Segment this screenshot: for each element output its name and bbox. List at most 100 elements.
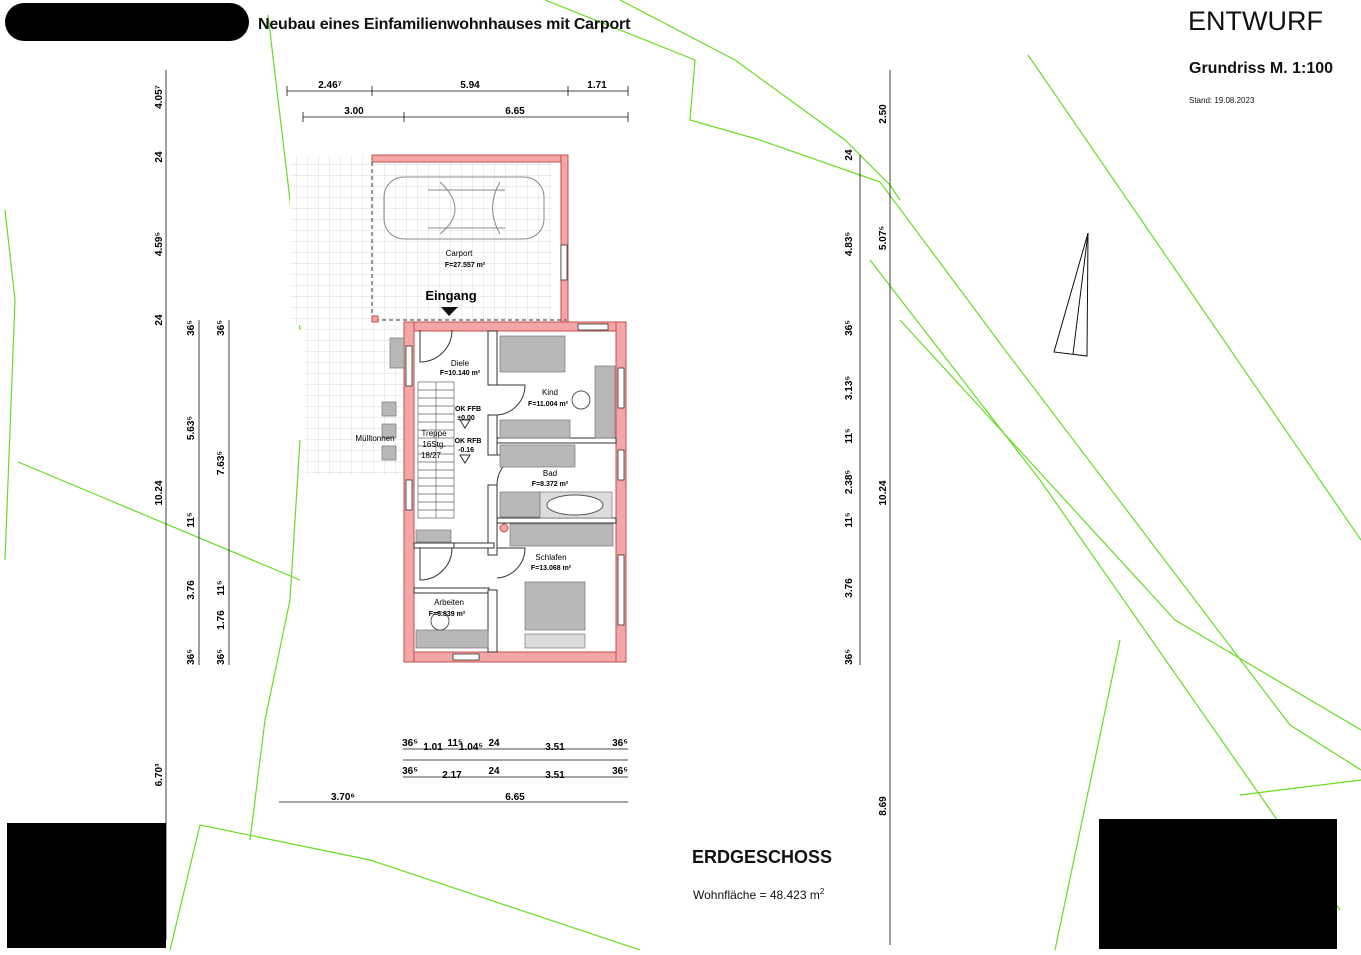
- bathtub-basin: [546, 494, 604, 516]
- dim-bot-r1-2: 11⁵: [447, 738, 463, 749]
- room-name-carport: Carport: [446, 249, 473, 258]
- dim-bot-r2-0: 36⁵: [402, 766, 418, 777]
- dim-right-outer-1: 5.07⁵: [878, 226, 889, 250]
- room-name-arbeiten: Arbeiten: [434, 598, 464, 607]
- dim-bot-r2-4: 36⁵: [612, 766, 628, 777]
- dim-bot-r1-1: 1.01: [423, 742, 443, 753]
- dim-left-outer-3: 24: [154, 314, 165, 326]
- room-name-bad: Bad: [543, 469, 557, 478]
- dim-bot-r1-6: 36⁵: [612, 738, 628, 749]
- dim-right-outer-0: 2.50: [878, 104, 889, 124]
- entrance-label: Eingang: [425, 288, 476, 303]
- chimney: [499, 523, 509, 533]
- dim-top-r2-0: 3.00: [344, 106, 364, 117]
- dim-left-in1-1: 5.63⁵: [186, 416, 197, 440]
- dim-left-outer-4: 10.24: [154, 480, 165, 505]
- dim-left-in2-3: 1.76: [216, 610, 227, 630]
- dim-left-outer-5: 6.70³: [154, 763, 165, 786]
- dim-right-in-3: 3.13⁵: [844, 376, 855, 400]
- dim-right-outer-2: 10.24: [878, 480, 889, 505]
- room-area-schlafen: F=13.068 m²: [531, 565, 572, 572]
- dim-bot-r1-4: 24: [488, 738, 500, 749]
- property-boundaries: [4, 0, 1361, 951]
- level-markers: [459, 419, 471, 464]
- dim-left-in2-1: 7.63⁵: [216, 451, 227, 475]
- redacted-area-bottom-right: [1099, 819, 1337, 949]
- arbeiten-chair: [430, 611, 450, 631]
- dim-right-in-8: 36⁵: [844, 649, 855, 665]
- living-area-unit-exp: 2: [819, 887, 825, 896]
- dims-bottom: 36⁵ 1.01 11⁵ 1.04⁵ 24 3.51 36⁵ 36⁵ 2.17 …: [331, 738, 628, 803]
- dim-right-in-0: 24: [844, 149, 855, 161]
- interior-walls: [413, 330, 617, 653]
- dim-left-in1-4: 36⁵: [186, 649, 197, 665]
- room-name-kind: Kind: [542, 388, 558, 397]
- ok-ffb-label: OK FFB: [455, 406, 481, 413]
- dim-bot-r3-0: 3.70⁶: [331, 792, 355, 803]
- dims-top: 2.46⁷ 5.94 1.71 3.00 6.65: [318, 80, 607, 117]
- dim-left-outer-1: 24: [154, 151, 165, 163]
- stair-label-3: 18/27: [421, 451, 442, 460]
- dim-bot-r2-2: 24: [488, 766, 500, 777]
- dim-left-in2-4: 36⁵: [216, 649, 227, 665]
- north-arrow: [1053, 232, 1089, 357]
- room-area-bad: F=8.372 m²: [532, 481, 569, 488]
- dim-left-outer-2: 4.59⁵: [154, 232, 165, 256]
- living-area-text: Wohnfläche = 48.423 m: [693, 888, 820, 902]
- bins-label: Mülltonnen: [355, 434, 394, 443]
- room-area-carport: F=27.557 m²: [445, 262, 486, 269]
- dim-bot-r1-0: 36⁵: [402, 738, 418, 749]
- redacted-area-bottom-left: [7, 823, 166, 948]
- dim-top-r1-0: 2.46⁷: [318, 80, 342, 91]
- dim-left-in1-3: 3.76: [186, 580, 197, 600]
- dim-left-in2-2: 11⁵: [216, 580, 227, 596]
- living-area: Wohnfläche = 48.423 m2: [693, 887, 824, 902]
- ok-rfb-value: -0.16: [458, 447, 474, 454]
- dim-right-in-5: 2.38⁵: [844, 470, 855, 494]
- dim-left-in1-2: 11⁵: [186, 512, 197, 528]
- dim-bot-r2-3: 3.51: [545, 770, 565, 781]
- room-name-diele: Diele: [451, 359, 470, 368]
- room-name-schlafen: Schlafen: [535, 553, 566, 562]
- dim-right-in-4: 11⁵: [844, 428, 855, 444]
- dim-left-in2-0: 36⁵: [216, 320, 227, 336]
- dimension-lines: [165, 70, 891, 945]
- car-symbol: [383, 176, 545, 240]
- floor-title: ERDGESCHOSS: [692, 847, 833, 867]
- ok-rfb-label: OK RFB: [455, 438, 482, 445]
- dim-bot-r3-1: 6.65: [505, 792, 525, 803]
- dim-left-outer-0: 4.05⁷: [154, 85, 165, 109]
- dim-right-outer-3: 8.69: [878, 796, 889, 816]
- dim-top-r1-1: 5.94: [460, 80, 480, 91]
- carport-post: [371, 315, 379, 323]
- dim-right-in-2: 36⁵: [844, 320, 855, 336]
- dim-top-r1-2: 1.71: [587, 80, 607, 91]
- room-area-diele: F=10.140 m²: [440, 370, 481, 377]
- stair-label-1: Treppe: [421, 429, 447, 438]
- furniture: [381, 335, 616, 649]
- room-labels: Carport F=27.557 m² Diele F=10.140 m² Ki…: [355, 249, 571, 618]
- room-area-arbeiten: F=6.839 m²: [429, 611, 466, 618]
- room-area-kind: F=11.004 m²: [528, 401, 569, 408]
- dim-bot-r1-3: 1.04⁵: [459, 742, 483, 753]
- entrance-arrow: [441, 307, 458, 316]
- dim-bot-r2-1: 2.17: [442, 770, 462, 781]
- status-label: ENTWURF: [1188, 6, 1323, 36]
- ok-ffb-value: ±0.00: [457, 415, 475, 422]
- dim-bot-r1-5: 3.51: [545, 742, 565, 753]
- redacted-area-top: [5, 3, 249, 41]
- stair-label-2: 16Stg.: [422, 440, 445, 449]
- dim-left-in1-0: 36⁵: [186, 320, 197, 336]
- dims-left: 4.05⁷ 24 4.59⁵ 24 10.24 6.70³ 36⁵ 5.63⁵ …: [154, 85, 227, 786]
- dims-right: 2.50 5.07⁵ 10.24 8.69 24 4.83⁵ 36⁵ 3.13⁵…: [844, 104, 889, 816]
- windows: [405, 244, 625, 661]
- project-title: Neubau eines Einfamilienwohnhauses mit C…: [258, 16, 631, 33]
- door-swings: [419, 329, 526, 581]
- carport-paving: [290, 155, 552, 325]
- kind-chair: [571, 390, 591, 410]
- dim-right-in-7: 3.76: [844, 578, 855, 598]
- dim-right-in-6: 11⁵: [844, 512, 855, 528]
- dim-right-in-1: 4.83⁵: [844, 232, 855, 256]
